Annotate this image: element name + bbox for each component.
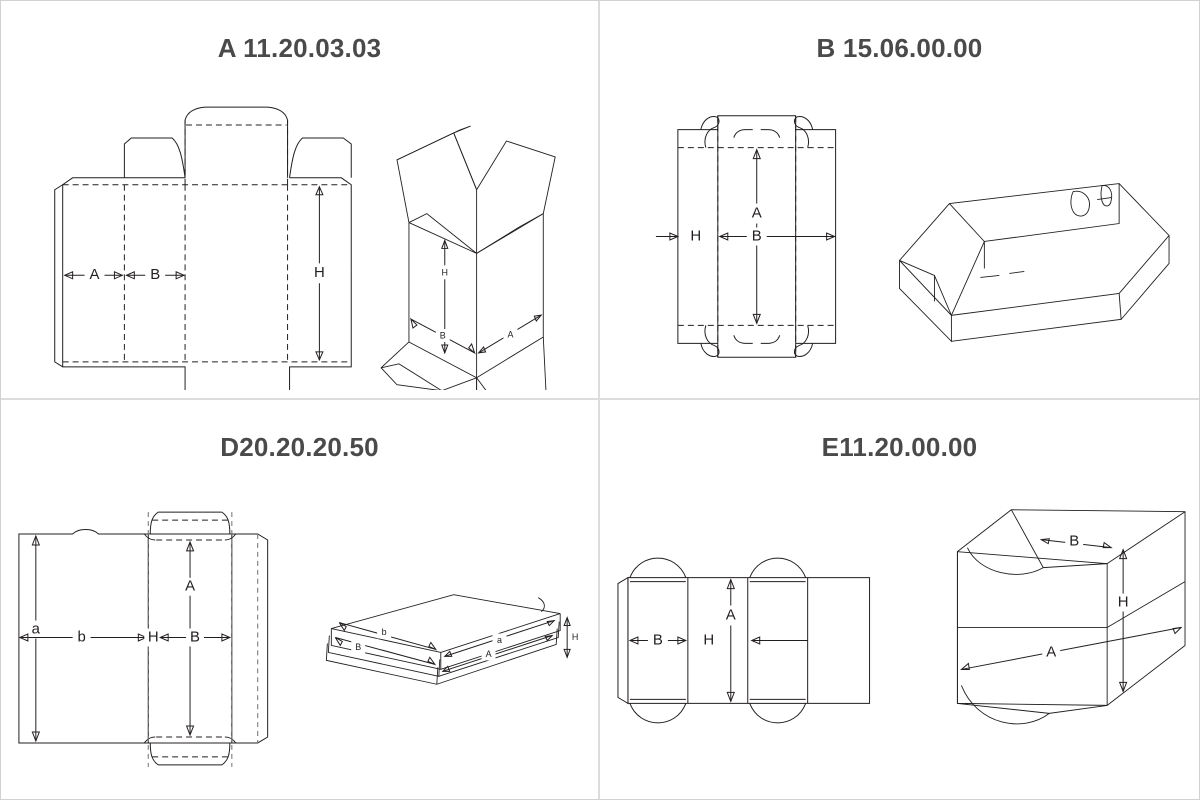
solid-dimension-label-b: B bbox=[355, 642, 361, 652]
panel-b: B 15.06.00.00 bbox=[600, 1, 1199, 400]
panel-d-artwork: a b H bbox=[1, 480, 598, 791]
panel-b-dimension-a: A bbox=[746, 148, 767, 325]
solid-dimension-label-b: B bbox=[440, 330, 446, 340]
panel-a-title: A 11.20.03.03 bbox=[217, 33, 382, 63]
panel-e: E11.20.00.00 bbox=[600, 400, 1199, 799]
panel-d-dieline bbox=[18, 511, 269, 767]
panel-a: A 11.20.03.03 bbox=[1, 1, 600, 400]
panel-b-title: B 15.06.00.00 bbox=[816, 33, 983, 63]
dimension-label-h: H bbox=[690, 227, 701, 244]
panel-a-dimension-h: H bbox=[309, 185, 330, 362]
panel-d-dimension-b: B bbox=[158, 628, 232, 647]
panel-d: D20.20.20.50 bbox=[1, 400, 600, 799]
panel-b-dimension-h: H bbox=[655, 227, 706, 246]
panel-a-dimension-a: A bbox=[63, 266, 124, 285]
panel-e-artwork: B H A bbox=[600, 480, 1199, 791]
solid-dimension-label-h: H bbox=[572, 632, 578, 642]
panel-b-artwork: A H B bbox=[600, 81, 1199, 390]
dimension-label-h: H bbox=[148, 628, 159, 645]
dimension-label-b: B bbox=[150, 266, 160, 283]
dimension-label-a: A bbox=[752, 204, 762, 221]
dimension-label-b: B bbox=[190, 628, 200, 645]
dimension-label-a: A bbox=[185, 578, 195, 595]
panel-e-dimension-h: H bbox=[697, 631, 808, 650]
solid-dimension-label-a-lower: a bbox=[497, 635, 502, 645]
panel-a-dimension-b: B bbox=[125, 266, 186, 285]
solid-dimension-label-a: A bbox=[507, 329, 513, 339]
dimension-label-h: H bbox=[703, 631, 714, 648]
dimension-label-a: A bbox=[90, 266, 100, 283]
panel-e-dimension-a: A bbox=[721, 578, 742, 703]
panel-b-dimension-b: B bbox=[718, 227, 836, 246]
panel-e-title: E11.20.00.00 bbox=[821, 432, 978, 462]
panel-a-dieline bbox=[54, 106, 352, 390]
panel-d-dimension-h: H bbox=[144, 628, 165, 647]
panel-e-solid-view: B H A bbox=[956, 509, 1186, 725]
panel-d-dimension-b-lower: b bbox=[18, 628, 148, 647]
panel-a-artwork: A B H bbox=[1, 81, 598, 390]
dimension-label-b-lower: b bbox=[77, 628, 85, 645]
solid-dimension-label-b-lower: b bbox=[382, 627, 387, 637]
dimension-label-b: B bbox=[752, 227, 762, 244]
panel-b-solid-view bbox=[898, 183, 1170, 343]
solid-dimension-label-h: H bbox=[1118, 594, 1129, 611]
panel-d-solid-view: b B a bbox=[325, 594, 583, 685]
dimension-label-h: H bbox=[314, 264, 325, 281]
dimension-label-b: B bbox=[653, 631, 663, 648]
solid-dimension-label-a: A bbox=[486, 649, 492, 659]
panel-e-dimension-b: B bbox=[628, 631, 688, 650]
solid-dimension-label-b: B bbox=[1069, 533, 1079, 550]
solid-dimension-label-h: H bbox=[442, 268, 448, 278]
dimension-label-a: A bbox=[726, 606, 736, 623]
solid-dimension-label-a: A bbox=[1046, 643, 1056, 660]
dimension-label-a-lower: a bbox=[32, 620, 41, 637]
panel-a-solid-view: H B A bbox=[380, 125, 556, 390]
panel-d-title: D20.20.20.50 bbox=[220, 432, 379, 462]
panel-d-dimension-a-lower: a bbox=[26, 534, 45, 743]
